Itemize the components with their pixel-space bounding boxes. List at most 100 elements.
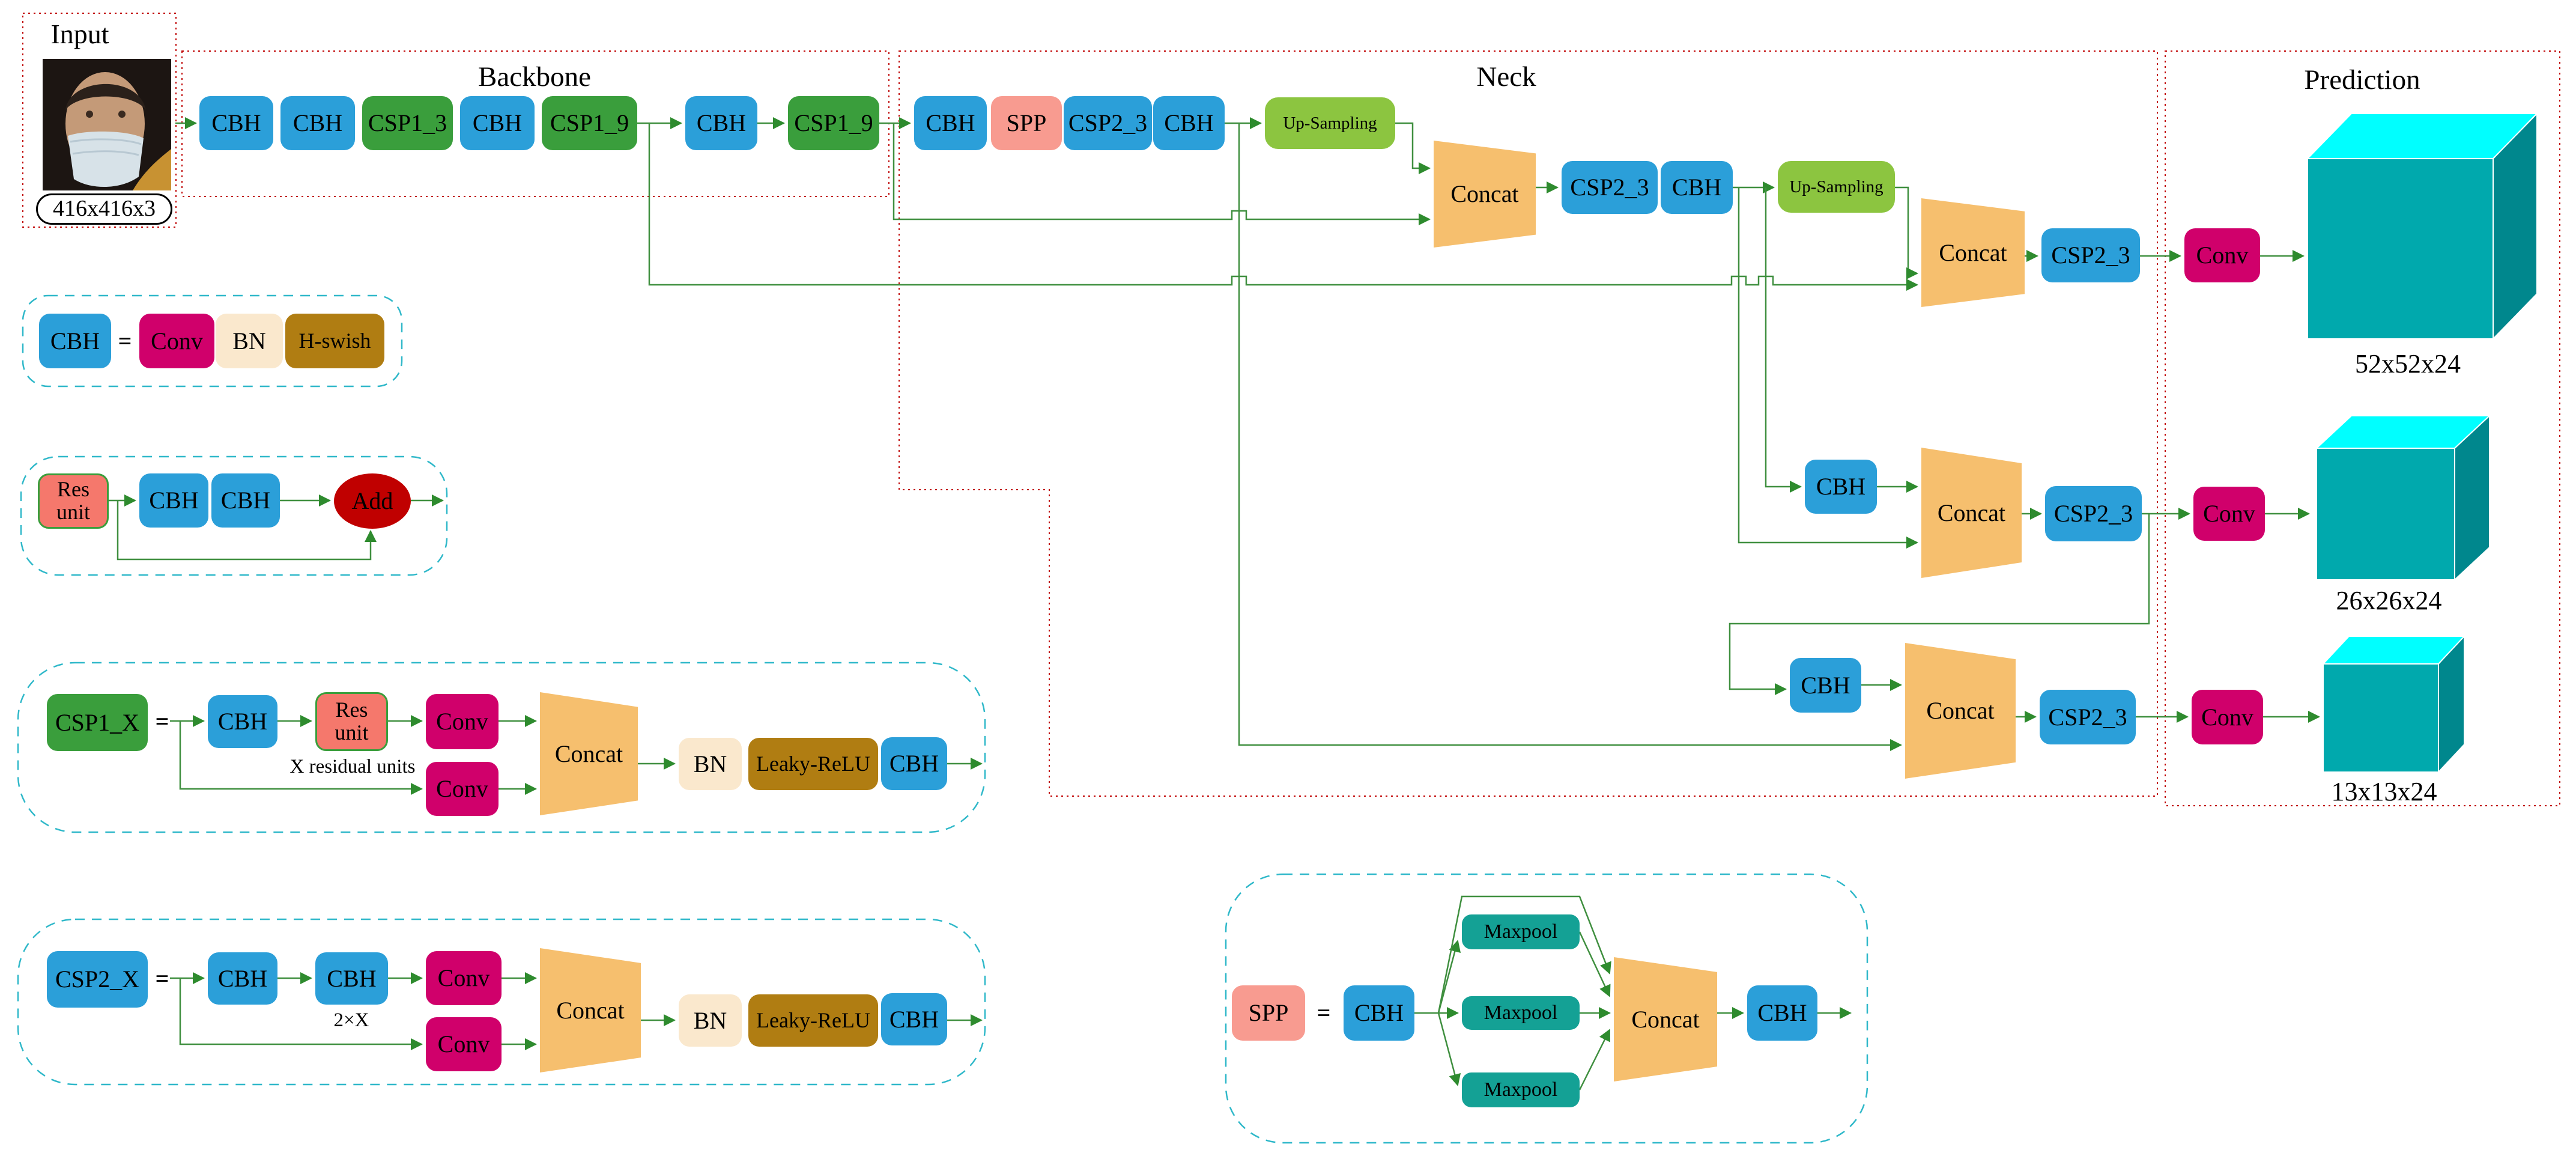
legend-hswish: H-swish — [285, 314, 384, 368]
edge-row2-down-to-cbh-row3 — [1729, 514, 2150, 695]
edge-spp-branch-up — [1437, 940, 1461, 1014]
csp2x-leaky: Leaky-ReLU — [748, 994, 878, 1047]
neck-csp2-3-3: CSP2_3 — [2041, 228, 2140, 282]
prediction-section-border — [2165, 50, 2560, 806]
input-section-border — [22, 13, 177, 228]
csp2x-cbh-1: CBH — [208, 952, 277, 1005]
csp1x: CSP1_X — [47, 694, 148, 751]
backbone-cbh-1: CBH — [199, 96, 273, 150]
backbone-csp1-3: CSP1_3 — [362, 96, 453, 150]
legend-conv: Conv — [139, 314, 214, 368]
backbone-cbh-2: CBH — [280, 96, 355, 150]
csp1x-legend-border — [17, 662, 986, 833]
note-2x: 2×X — [333, 1009, 369, 1031]
spp-maxpool-2: Maxpool — [1462, 996, 1580, 1030]
csp1x-res: Res unit — [315, 692, 388, 751]
edge-spp-max1-out — [1578, 931, 1611, 997]
spp-cbh-1: CBH — [1344, 985, 1414, 1041]
cube2-label: 26x26x24 — [2336, 585, 2442, 615]
spp-maxpool-1: Maxpool — [1462, 914, 1580, 949]
eq-2: = — [155, 707, 169, 735]
csp2x: CSP2_X — [47, 951, 148, 1008]
input-face-image — [43, 59, 171, 190]
csp2x-legend-border — [17, 918, 986, 1086]
neck-cbh-1: CBH — [914, 96, 987, 150]
backbone-csp1-9-2: CSP1_9 — [788, 96, 879, 150]
up-sampling-2: Up-Sampling — [1778, 161, 1895, 213]
csp2x-bn: BN — [679, 994, 742, 1047]
edge-csp1x-branch — [179, 721, 423, 795]
cube3-label: 13x13x24 — [2331, 776, 2437, 806]
pred-conv-2: Conv — [2193, 487, 2265, 541]
csp1x-conv-1: Conv — [426, 694, 499, 749]
csp2x-cbh-3: CBH — [881, 993, 947, 1045]
backbone-csp1-9-1: CSP1_9 — [542, 96, 637, 150]
eq-4: = — [1317, 999, 1331, 1026]
eq-3: = — [155, 964, 169, 992]
neck-cbh-5: CBH — [1790, 658, 1861, 713]
legend-bn: BN — [216, 314, 283, 368]
pred-conv-1: Conv — [2184, 228, 2260, 282]
neck-cbh-4: CBH — [1805, 460, 1877, 514]
backbone-cbh-4: CBH — [685, 96, 757, 150]
edge-p4-tap-to-concat1 — [893, 123, 1431, 225]
edge-spp-max3-out — [1578, 1029, 1611, 1091]
feature-cube-52 — [2306, 112, 2539, 341]
eq-1: = — [118, 327, 132, 354]
neck-csp2-3-5: CSP2_3 — [2040, 690, 2136, 744]
up-sampling-1: Up-Sampling — [1265, 97, 1395, 149]
neck-csp2-3-4: CSP2_3 — [2045, 486, 2142, 541]
csp2x-conv-1: Conv — [426, 951, 502, 1005]
spp-concat: Concat — [1614, 957, 1717, 1082]
edge-up1-to-concat1 — [1395, 122, 1431, 174]
res-cbh-2: CBH — [211, 473, 280, 528]
feature-cube-26 — [2315, 414, 2491, 582]
note-xres: X residual units — [289, 755, 416, 777]
concat-1: Concat — [1434, 141, 1536, 248]
csp2x-cbh-2: CBH — [315, 952, 388, 1005]
cube1-label: 52x52x24 — [2355, 348, 2461, 379]
cbh-legend-border — [22, 294, 403, 388]
neck-cbh-2: CBH — [1153, 96, 1225, 150]
spp-legend-border — [1225, 873, 1868, 1144]
concat-2: Concat — [1921, 198, 2025, 307]
csp2x-conv-2: Conv — [426, 1017, 502, 1071]
csp1x-cbh-1: CBH — [208, 695, 277, 748]
neck-spp: SPP — [991, 96, 1062, 150]
prediction-title: Prediction — [2304, 64, 2420, 96]
edge-res-skip — [117, 500, 377, 561]
pred-conv-3: Conv — [2192, 690, 2263, 744]
neck-csp2-3-2: CSP2_3 — [1562, 161, 1658, 214]
spp-legend: SPP — [1232, 985, 1305, 1041]
backbone-cbh-3: CBH — [460, 96, 535, 150]
csp1x-conv-2: Conv — [426, 762, 499, 816]
edge-down-to-concat3 — [1738, 187, 1918, 549]
res-cbh-1: CBH — [139, 473, 208, 528]
edge-up2-to-concat2 — [1895, 186, 1918, 279]
csp1x-concat: Concat — [540, 692, 638, 815]
edge-p3-tap-to-concat2 — [648, 123, 1918, 291]
legend-cbh: CBH — [39, 314, 111, 368]
csp2x-concat: Concat — [540, 948, 641, 1072]
edge-down-to-cbh-row2 — [1765, 187, 1802, 493]
edge-csp2x-branch — [179, 978, 423, 1050]
csp1x-bn: BN — [679, 738, 742, 790]
csp1x-leaky: Leaky-ReLU — [748, 738, 878, 790]
csp1x-cbh-2: CBH — [881, 737, 947, 790]
concat-4: Concat — [1905, 643, 2016, 779]
neck-csp2-3-1: CSP2_3 — [1064, 96, 1152, 150]
concat-3: Concat — [1921, 448, 2022, 578]
neck-title: Neck — [1476, 61, 1536, 93]
backbone-title: Backbone — [478, 61, 591, 93]
edge-spp-branch-down — [1437, 1012, 1461, 1086]
input-caption: 416x416x3 — [36, 193, 172, 225]
res-unit-legend-border — [20, 455, 448, 576]
res-unit: Res unit — [38, 473, 109, 529]
feature-cube-13 — [2321, 634, 2466, 774]
spp-maxpool-3: Maxpool — [1462, 1072, 1580, 1107]
edge-p5-tap-to-concat4 — [1238, 123, 1902, 751]
input-title: Input — [50, 18, 109, 49]
